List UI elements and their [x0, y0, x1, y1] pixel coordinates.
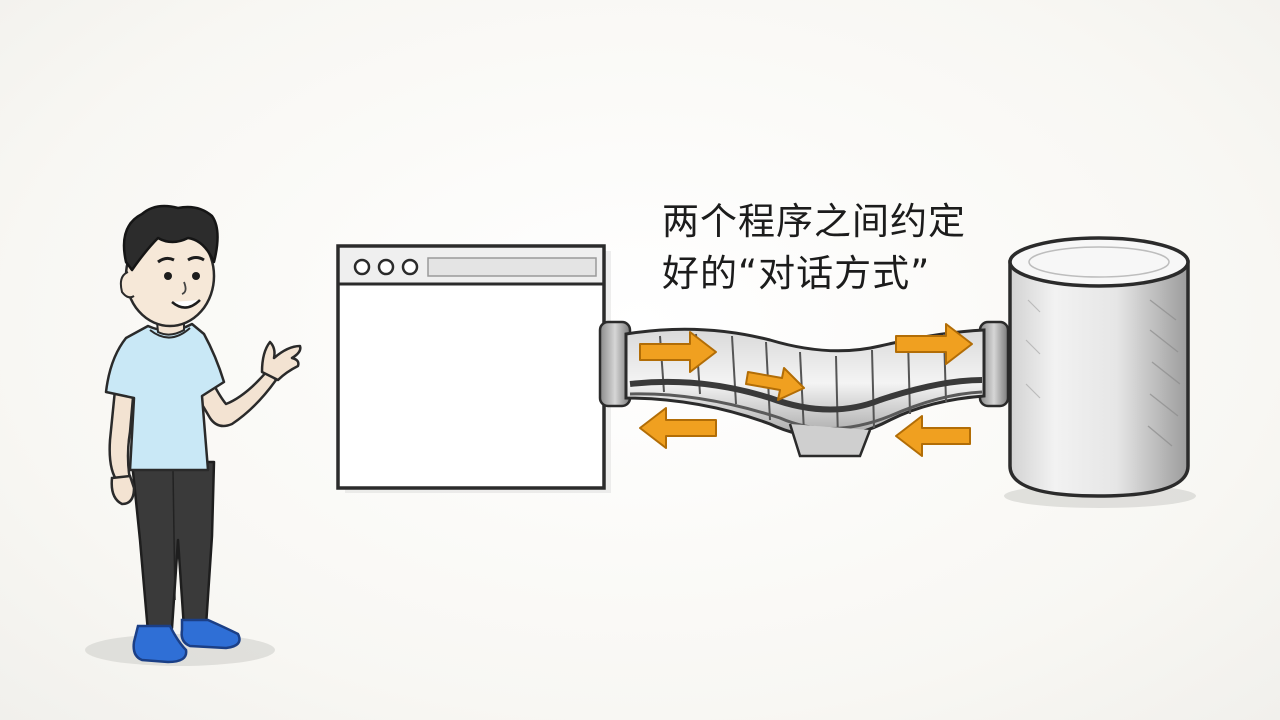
- right-shoe: [180, 618, 241, 650]
- person-legs: [130, 460, 216, 634]
- window-dot-1: [353, 258, 371, 276]
- left-shoe: [132, 624, 188, 664]
- database-cylinder-icon: [1004, 236, 1196, 508]
- data-pipe-icon: [598, 320, 1010, 458]
- caption-line-2: 好的“对话方式”: [662, 252, 931, 295]
- person-hair: [122, 204, 219, 272]
- right-hand: [260, 340, 302, 382]
- arrow-right-top-left: [639, 331, 717, 373]
- browser-window-icon: [336, 244, 611, 493]
- caption-line-1: 两个程序之间约定: [662, 200, 966, 243]
- window-dot-3: [401, 258, 419, 276]
- pipe-body: [624, 327, 986, 439]
- left-hand: [110, 474, 136, 506]
- arrow-right-mid: [745, 367, 805, 401]
- person-figure: [85, 204, 302, 666]
- arrow-left-bottom-right: [895, 415, 971, 457]
- arrow-left-bottom-left: [639, 407, 717, 449]
- diagram-caption: 两个程序之间约定 好的“对话方式”: [662, 196, 992, 300]
- cylinder-top: [1008, 236, 1190, 288]
- arrow-right-top-right: [895, 323, 973, 365]
- person-smile: [171, 299, 201, 309]
- window-dot-2: [377, 258, 395, 276]
